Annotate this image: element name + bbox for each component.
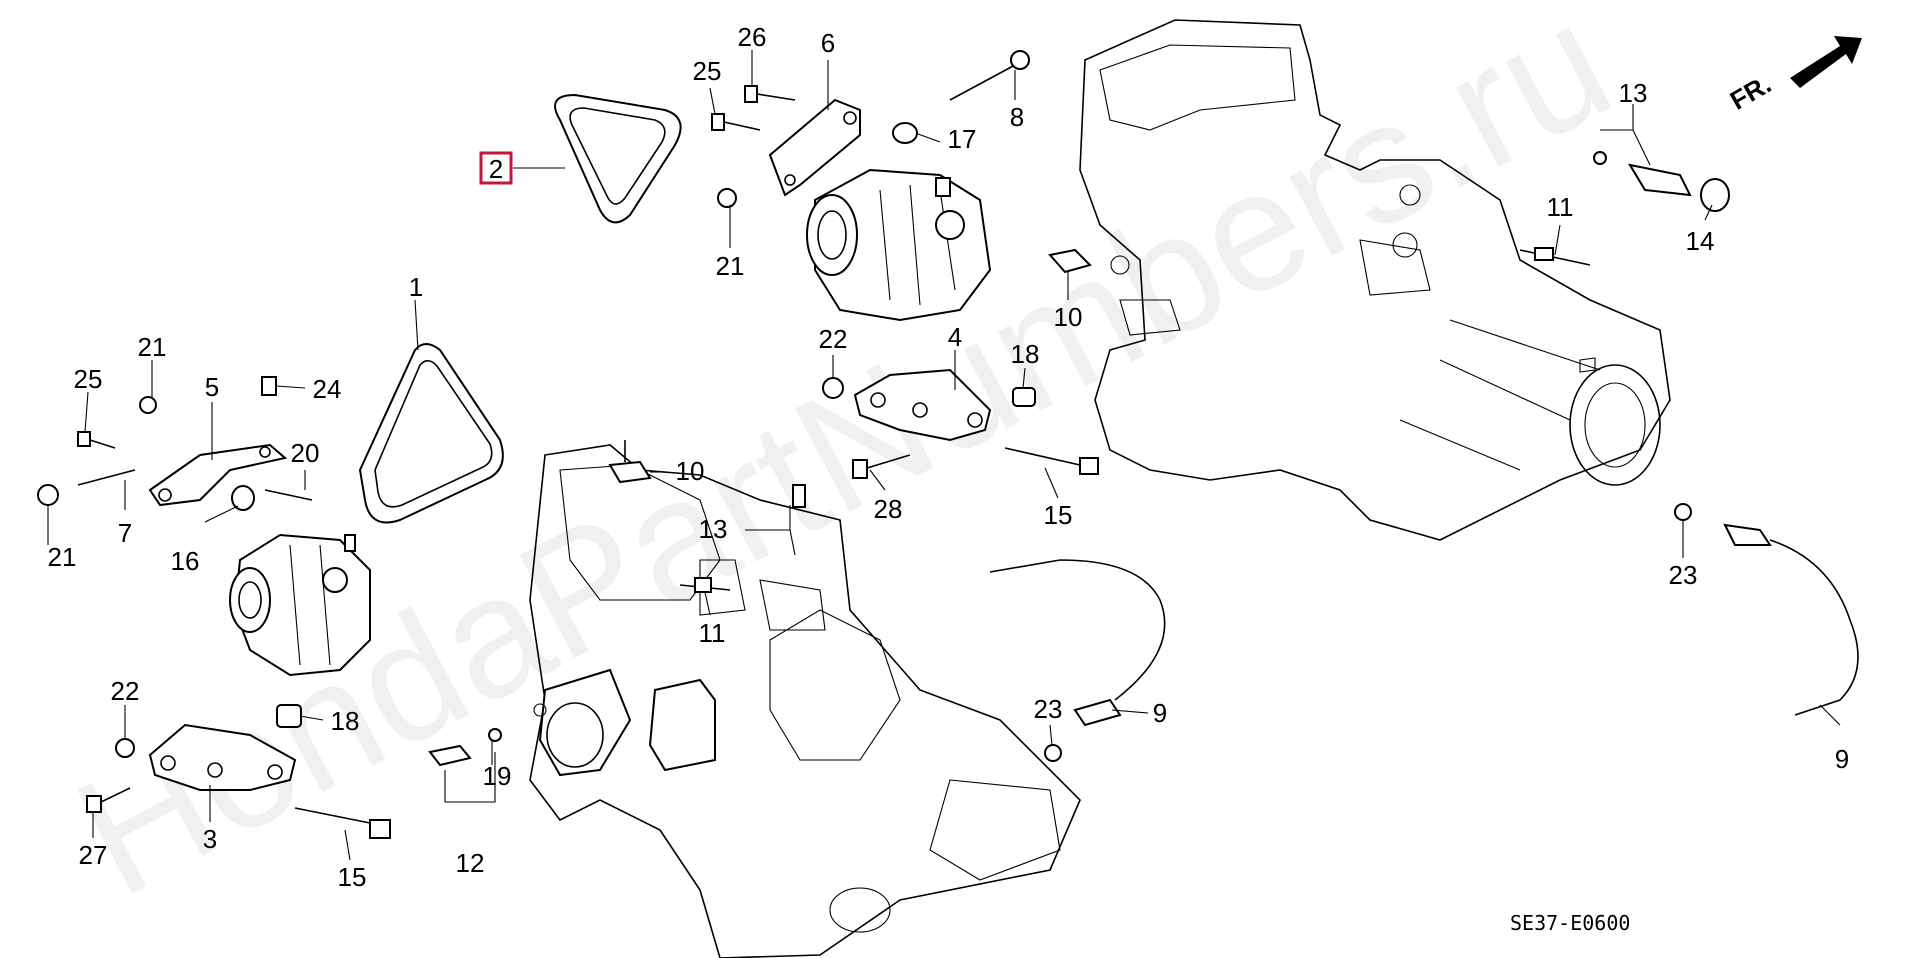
alternator-upper[interactable]	[806, 168, 992, 322]
callout-22b: 22	[111, 676, 140, 706]
callout-25a: 25	[693, 56, 722, 86]
diagram-code: SE37-E0600	[1510, 911, 1630, 935]
callout-13a: 13	[1619, 78, 1648, 108]
belt-large[interactable]	[358, 343, 504, 524]
callout-16: 16	[171, 546, 200, 576]
callout-15a: 15	[1044, 500, 1073, 530]
alternator-mount-bracket-4[interactable]	[853, 368, 992, 442]
callout-11a: 11	[1547, 192, 1574, 222]
callout-21a: 21	[716, 251, 745, 281]
highlighted-callout-box	[479, 151, 513, 185]
callout-25b: 25	[74, 364, 103, 394]
callout-4: 4	[948, 322, 962, 352]
callout-11b: 11	[699, 618, 726, 648]
front-direction-arrow-icon	[1790, 36, 1862, 88]
callout-15b: 15	[338, 862, 367, 892]
callout-7: 7	[118, 518, 132, 548]
callout-18b: 18	[331, 706, 360, 736]
callout-20: 20	[291, 438, 320, 468]
hardware[interactable]	[37, 50, 1859, 839]
callout-labels[interactable]: 1 3 4 5 6 7 8 9 9 10 10 11 11 12 13 13 1…	[48, 22, 1850, 892]
callout-12: 12	[456, 848, 485, 878]
callout-24: 24	[313, 374, 342, 404]
callout-19: 19	[483, 761, 512, 791]
callout-22a: 22	[819, 324, 848, 354]
callout-5: 5	[205, 372, 219, 402]
callout-10b: 10	[676, 456, 705, 486]
callout-8: 8	[1010, 102, 1024, 132]
transmission-assembly-left	[529, 444, 1081, 958]
callout-10a: 10	[1054, 302, 1083, 332]
callout-23b: 23	[1669, 560, 1698, 590]
alternator-mount-bracket-3[interactable]	[148, 723, 297, 791]
callout-14: 14	[1686, 226, 1715, 256]
leader-lines	[47, 50, 1841, 861]
callout-2[interactable]: 2	[489, 154, 503, 184]
callout-27: 27	[79, 840, 108, 870]
callout-3: 3	[203, 824, 217, 854]
callout-9b: 9	[1835, 744, 1849, 774]
alternator-adjusting-bracket[interactable]	[148, 443, 288, 507]
callout-9a: 9	[1153, 698, 1167, 728]
callout-23a: 23	[1034, 694, 1063, 724]
callout-13b: 13	[699, 514, 728, 544]
callout-21b: 21	[138, 332, 167, 362]
callout-21c: 21	[48, 542, 77, 572]
front-direction-label: FR.	[1725, 69, 1776, 116]
callout-28: 28	[874, 494, 903, 524]
belt-small[interactable]	[554, 93, 682, 224]
transmission-assembly-right	[1079, 19, 1671, 541]
alternator-bracket-upper[interactable]	[768, 98, 861, 197]
callout-18a: 18	[1011, 339, 1040, 369]
callout-26: 26	[738, 22, 767, 52]
callout-17: 17	[948, 124, 977, 154]
callout-1: 1	[409, 272, 423, 302]
callout-6: 6	[821, 28, 835, 58]
alternator-lower[interactable]	[229, 533, 371, 677]
